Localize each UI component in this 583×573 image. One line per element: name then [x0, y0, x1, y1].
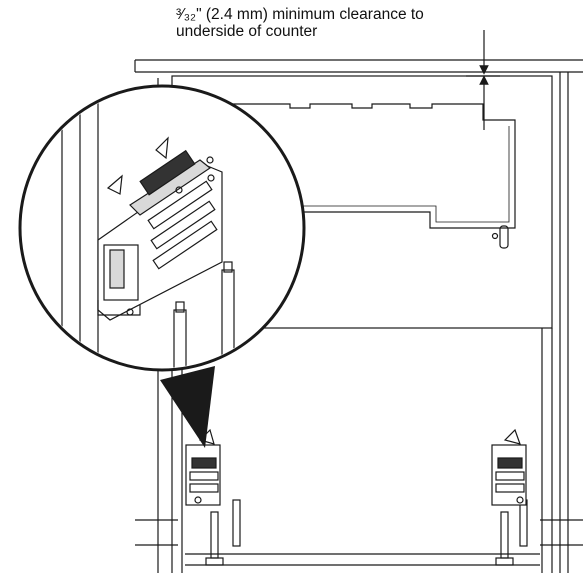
- cabinet-right-wall: [540, 72, 583, 573]
- countertop: [134, 59, 583, 73]
- right-bracket: [491, 428, 527, 506]
- clearance-annotation-line1: ³⁄₃₂" (2.4 mm) minimum clearance to: [176, 6, 424, 23]
- leveling-legs: [205, 499, 528, 566]
- detail-magnifier: [18, 84, 306, 372]
- clearance-annotation: ³⁄₃₂" (2.4 mm) minimum clearance to unde…: [176, 6, 424, 40]
- clearance-indicator: [466, 30, 500, 130]
- clearance-annotation-line2: underside of counter: [176, 23, 318, 40]
- callout-pointer: [160, 366, 215, 448]
